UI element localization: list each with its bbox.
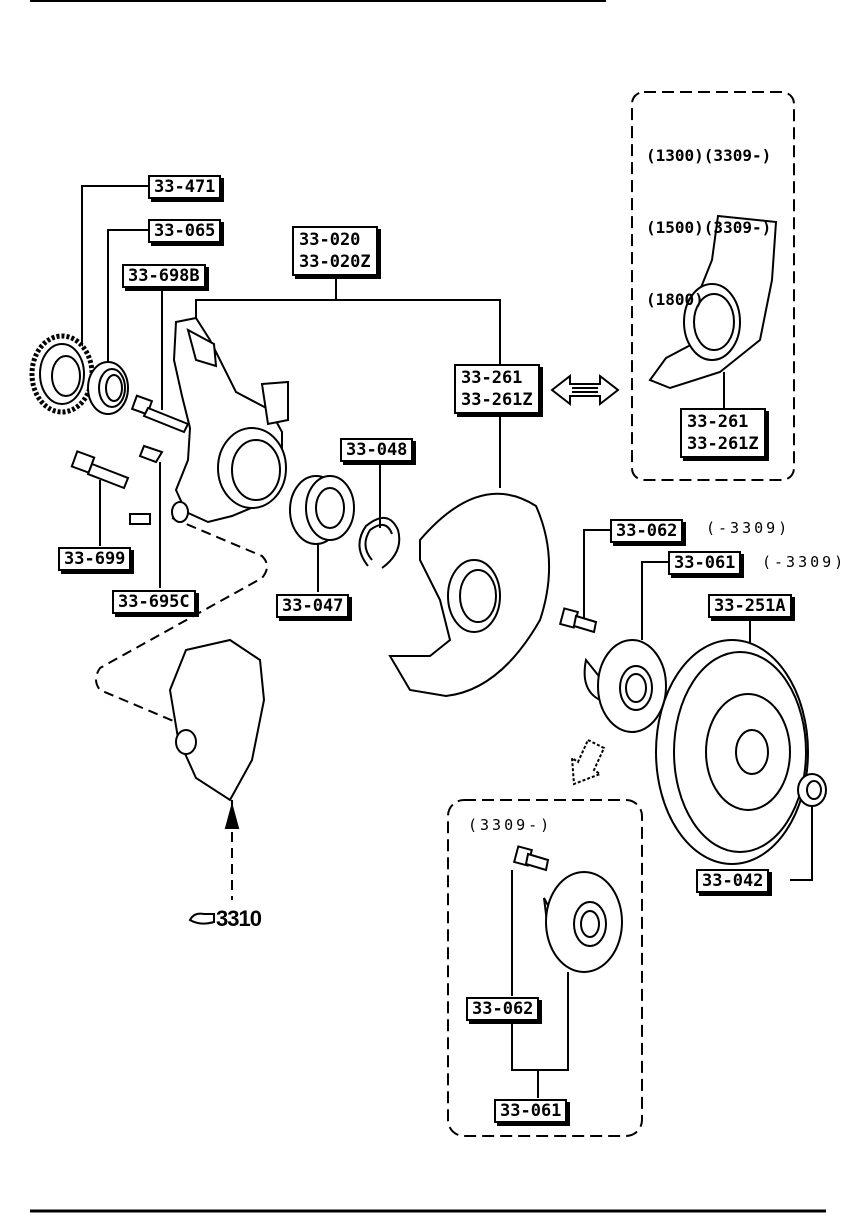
note-upto-3309-b: (-3309) <box>762 553 847 571</box>
direction-arrow <box>570 738 606 786</box>
leader-33-061 <box>641 561 668 640</box>
bolt-33-699-part <box>70 450 130 490</box>
dust-seal-part <box>87 361 129 415</box>
inset2-callout-33-062: 33-062 <box>466 997 540 1021</box>
dust-shield-part <box>388 492 551 698</box>
note-from-3309: (3309-) <box>468 816 553 834</box>
variant-line-1: (1300)(3309-) <box>646 146 772 165</box>
pointing-hand-icon <box>188 912 215 925</box>
alt-hub-bolt-part <box>512 845 550 872</box>
callout-33-261z: 33-261Z <box>461 390 533 410</box>
callout-33-020z: 33-020Z <box>299 252 371 272</box>
callout-33-042: 33-042 <box>696 869 770 893</box>
note-upto-3309-a: (-3309) <box>706 519 791 537</box>
clip-33-695c-part <box>129 444 164 525</box>
sensor-ring-part <box>29 333 95 415</box>
inset-callout-33-261: 33-261 <box>687 412 749 432</box>
brake-caliper-part <box>168 638 266 802</box>
bolt-33-698b-part <box>130 394 190 434</box>
leader-33-062 <box>583 529 610 618</box>
leader-33-020-right <box>336 299 501 365</box>
callout-33-695c: 33-695C <box>112 590 196 614</box>
callout-33-020: 33-020 <box>299 230 361 250</box>
variant-line-3: (1800) <box>646 290 704 309</box>
inset-dust-shield-part <box>648 214 778 390</box>
callout-33-261-group: 33-261 33-261Z <box>454 364 540 414</box>
hub-bolt-part <box>558 607 598 634</box>
hub-nut-part <box>797 773 827 807</box>
steering-knuckle-part <box>171 316 289 524</box>
variant-applicability: (1300)(3309-) (1500)(3309-) (1800) <box>646 96 771 336</box>
callout-33-699: 33-699 <box>58 547 132 571</box>
callout-33-261: 33-261 <box>461 368 523 388</box>
inset2-callout-33-061: 33-061 <box>494 1099 568 1123</box>
leader-inset2-061 <box>511 972 569 1098</box>
wheel-bearing-part <box>289 475 355 545</box>
caliper-dashed-boundary <box>95 517 268 729</box>
callout-33-062: 33-062 <box>610 519 684 543</box>
callout-33-020-group: 33-020 33-020Z <box>292 226 378 276</box>
callout-33-065: 33-065 <box>148 219 222 243</box>
brake-disc-part <box>655 639 809 865</box>
reference-arrowhead <box>224 802 240 829</box>
callout-33-048: 33-048 <box>340 438 414 462</box>
alt-wheel-hub-part <box>543 871 623 973</box>
leader-33-042 <box>790 800 813 881</box>
variant-line-2: (1500)(3309-) <box>646 218 772 237</box>
callout-33-471: 33-471 <box>148 175 222 199</box>
callout-33-251a: 33-251A <box>708 594 792 618</box>
interchange-double-arrow <box>550 373 620 407</box>
snap-ring-part <box>358 517 401 569</box>
cross-reference-3310[interactable]: 3310 <box>216 906 262 931</box>
wheel-hub-part <box>583 639 667 733</box>
leader-33-471 <box>81 185 148 352</box>
callout-33-047: 33-047 <box>276 594 350 618</box>
callout-33-698b: 33-698B <box>122 264 206 288</box>
inset-callout-33-261-group: 33-261 33-261Z <box>680 408 766 458</box>
hub-variant-inset-box <box>447 799 643 1137</box>
callout-33-061: 33-061 <box>668 551 742 575</box>
leader-33-065 <box>107 229 148 368</box>
leader-33-020 <box>195 272 337 322</box>
inset-callout-33-261z: 33-261Z <box>687 434 759 454</box>
